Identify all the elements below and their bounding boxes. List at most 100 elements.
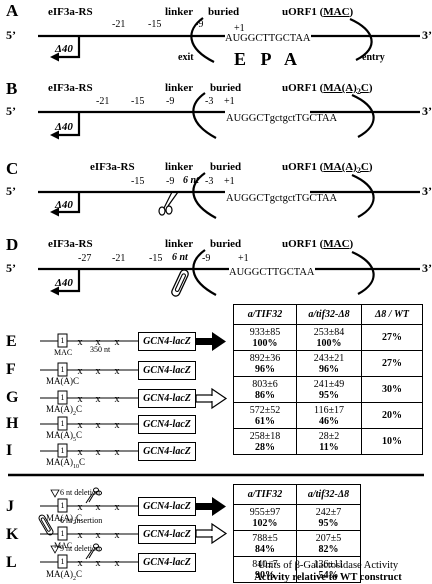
percent-cell: 95% — [318, 517, 339, 529]
svg-text:x: x — [96, 502, 101, 513]
open-arrow-icon — [195, 387, 228, 410]
buried-label: buried — [210, 238, 242, 250]
eif3a-rs-label: eIF3a-RS — [48, 82, 93, 94]
panel-b-graphics — [38, 92, 420, 140]
reporter-box: GCN4-lacZ — [138, 332, 196, 351]
svg-text:x: x — [115, 447, 120, 458]
linker-label: linker — [165, 161, 194, 173]
ratio-cell: 10% — [361, 428, 423, 455]
row-label-e: E — [6, 333, 17, 350]
orf-name: MA(A)5C — [46, 430, 83, 443]
reporter-box: GCN4-lacZ — [138, 497, 196, 516]
delta40: Δ40 — [55, 199, 73, 211]
svg-text:1: 1 — [61, 557, 65, 566]
filled-arrow-icon — [196, 332, 226, 351]
svg-text:x: x — [115, 337, 120, 348]
sequence: AUGGCTTGCTAA — [225, 33, 311, 44]
svg-text:x: x — [78, 502, 83, 513]
pos-21: -21 — [96, 96, 110, 107]
pos-27: -27 — [78, 253, 92, 264]
svg-text:x: x — [96, 337, 101, 348]
value-cell: 892±36 — [249, 352, 281, 364]
epa-sites: E P A — [234, 49, 298, 69]
eif3a-rs-label: eIF3a-RS — [48, 238, 93, 250]
percent-cell: 96% — [255, 363, 275, 375]
orf-name: MA(A)10C — [46, 457, 86, 470]
panel-label-c: C — [6, 159, 19, 178]
pos-plus1: +1 — [224, 96, 235, 107]
eif3a-rs-label: eIF3a-RS — [90, 161, 135, 173]
pos-9: -9 — [166, 176, 175, 187]
six-nt-label: 6 nt — [183, 175, 199, 186]
percent-cell: 84% — [255, 543, 275, 555]
svg-text:1: 1 — [61, 336, 65, 345]
sequence: AUGGCTgctgctTGCTAA — [226, 113, 338, 124]
pos-plus1: +1 — [224, 176, 235, 187]
uorf-label: uORF1 (MA(A)2C) — [282, 82, 373, 97]
percent-cell: 82% — [318, 543, 339, 555]
ratio-cell: 27% — [361, 350, 423, 377]
value-cell: 955±97 — [249, 506, 281, 518]
percent-cell: 54% — [318, 569, 339, 581]
mutation-annotation: 9 nt deletion — [60, 544, 100, 553]
buried-label: buried — [210, 82, 242, 94]
footer-relative: Activity relative to WT construct — [254, 572, 402, 583]
mutation-annotation: 6 nt deletion — [60, 488, 100, 497]
pos-15: -15 — [148, 19, 162, 30]
value-cell: 28±2 — [318, 430, 340, 442]
delta40: Δ40 — [55, 121, 73, 133]
filled-arrow-icon-bottom — [196, 497, 226, 516]
pos-21: -21 — [112, 253, 126, 264]
svg-text:x: x — [96, 366, 101, 377]
orf-name: MAC — [54, 541, 73, 550]
row-label-i: I — [6, 442, 13, 459]
panel-d-graphics — [38, 249, 420, 297]
reporter-box: GCN4-lacZ — [138, 415, 196, 434]
svg-text:x: x — [96, 420, 101, 431]
col-header: a/tif32-Δ8 — [296, 484, 361, 505]
value-cell: 803±6 — [252, 378, 278, 390]
pos-9: -9 — [195, 19, 204, 30]
three-prime: 3’ — [422, 28, 432, 42]
entry-label: entry — [362, 52, 385, 63]
orf-name: MA(A)2C — [46, 569, 83, 582]
ratio-cell: 27% — [361, 324, 423, 351]
value-cell: 241±49 — [313, 378, 345, 390]
uorf-label: uORF1 (MA(A)2C) — [282, 161, 373, 176]
svg-text:1: 1 — [61, 419, 65, 428]
linker-label: linker — [165, 82, 194, 94]
scissors-icon — [158, 191, 179, 216]
row-label-k: K — [6, 526, 19, 543]
percent-cell: 100% — [316, 337, 342, 349]
pos-15: -15 — [131, 176, 145, 187]
three-prime: 3’ — [422, 184, 432, 198]
value-cell: 840±7 — [252, 558, 278, 570]
mutation-annotation: 6 nt insertion — [60, 516, 103, 525]
five-prime: 5’ — [6, 184, 16, 198]
paperclip-icon — [171, 269, 189, 297]
value-cell: 242±7 — [315, 506, 342, 518]
percent-cell: 46% — [319, 415, 339, 427]
exit-label: exit — [178, 52, 194, 63]
svg-text:1: 1 — [61, 529, 65, 538]
footer-units: Units of β-Galactosidase Activity — [257, 560, 399, 571]
six-nt-label: 6 nt — [172, 252, 188, 263]
svg-text:x: x — [78, 420, 83, 431]
pos-minus3: -3 — [205, 176, 214, 187]
value-cell: 788±5 — [252, 532, 278, 544]
svg-text:x: x — [78, 337, 83, 348]
ratio-cell: 30% — [361, 376, 423, 403]
orf-name: MA(A)2C — [46, 404, 83, 417]
delta40: Δ40 — [55, 43, 73, 55]
orf-name: MA(A)C — [46, 376, 80, 386]
percent-cell: 95% — [319, 389, 339, 401]
sequence: AUGGCTTGCTAA — [229, 267, 315, 278]
svg-text:1: 1 — [61, 501, 65, 510]
reporter-box: GCN4-lacZ — [138, 442, 196, 461]
ratio-cell: 20% — [361, 402, 423, 429]
col-header: a/TIF32 — [233, 484, 297, 505]
uorf-label: uORF1 (MAC) — [282, 6, 354, 18]
